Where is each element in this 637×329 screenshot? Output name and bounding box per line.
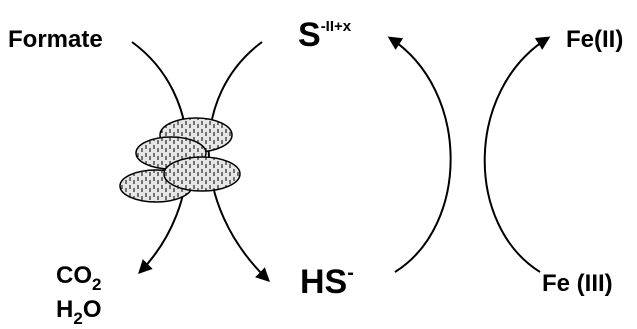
h2o-o-text: O bbox=[82, 296, 102, 323]
label-co2: CO2 bbox=[56, 262, 101, 294]
arrow-hs-to-sulfur bbox=[387, 36, 452, 273]
fe2-text: Fe(II) bbox=[566, 26, 624, 53]
co2-base-text: CO bbox=[56, 262, 92, 289]
label-fe3: Fe (III) bbox=[542, 272, 613, 296]
hs-charge: - bbox=[347, 262, 354, 284]
bacteria-cluster-icon bbox=[119, 117, 241, 203]
sulfur-base-text: S bbox=[298, 16, 321, 54]
fe3-text: Fe (III) bbox=[542, 270, 613, 297]
h2o-h-text: H bbox=[56, 296, 74, 323]
label-hs: HS- bbox=[300, 262, 354, 301]
label-fe2: Fe(II) bbox=[566, 28, 623, 52]
arrow-fe3-to-fe2 bbox=[483, 36, 551, 273]
label-h2o: H2O bbox=[56, 296, 102, 328]
label-sulfur: S-II+x bbox=[298, 18, 351, 52]
h2o-subscript: 2 bbox=[73, 309, 83, 328]
hs-base-text: HS bbox=[300, 263, 348, 301]
formate-text: Formate bbox=[8, 26, 103, 53]
arrow-sulfur-to-hs bbox=[207, 41, 271, 282]
sulfur-oxidation-state: -II+x bbox=[320, 18, 352, 35]
co2-subscript: 2 bbox=[92, 275, 102, 294]
label-formate: Formate bbox=[8, 28, 103, 52]
